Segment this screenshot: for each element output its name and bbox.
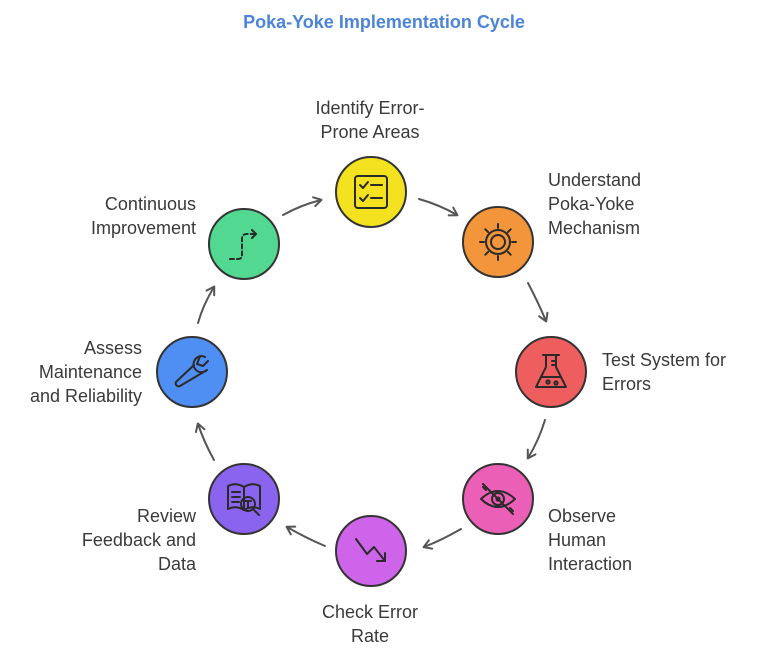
wrench-icon — [174, 355, 209, 388]
label-line: Prone Areas — [320, 122, 420, 142]
step-node-observe — [462, 463, 534, 535]
document-magnify-icon — [227, 483, 261, 516]
step-node-identify — [335, 156, 407, 228]
label-line: Errors — [602, 374, 651, 394]
step-circle — [156, 336, 228, 408]
eye-icon — [480, 483, 516, 515]
step-node-continuous — [208, 208, 280, 280]
diagram-title: Poka-Yoke Implementation Cycle — [243, 12, 525, 32]
label-line: and Reliability — [29, 386, 142, 406]
step-circle — [335, 156, 407, 228]
label-line: Improvement — [90, 218, 196, 238]
step-node-check — [335, 515, 407, 587]
label-line: Assess — [83, 338, 142, 358]
label-line: Identify Error- — [315, 98, 425, 118]
label-line: Understand — [548, 170, 642, 190]
step-node-understand — [462, 206, 534, 278]
label-line: Data — [157, 554, 196, 574]
label-line: Interaction — [548, 554, 633, 574]
cycle-arrow — [527, 282, 549, 323]
cycle-arrows — [194, 196, 549, 550]
step-circle — [208, 208, 280, 280]
cycle-arrow — [194, 422, 215, 461]
label-line: Check Error — [321, 602, 419, 622]
trend-down-icon — [355, 538, 386, 562]
label-line: Poka-Yoke — [548, 194, 635, 214]
label-line: Human — [548, 530, 607, 550]
step-node-review — [208, 463, 280, 535]
sun-gear-icon — [479, 223, 517, 261]
step-node-test — [515, 336, 587, 408]
step-node-assess — [156, 336, 228, 408]
cycle-arrow — [418, 198, 459, 217]
label-line: Rate — [350, 626, 390, 646]
step-circle — [515, 336, 587, 408]
step-label-observe: Observe Human Interaction — [548, 504, 718, 576]
cycle-arrow — [526, 419, 546, 460]
step-label-understand: Understand Poka-Yoke Mechanism — [548, 168, 718, 240]
label-line: Continuous — [104, 194, 196, 214]
label-line: Observe — [548, 506, 617, 526]
step-label-continuous: Continuous Improvement — [20, 192, 196, 240]
cycle-arrow — [285, 525, 326, 547]
cycle-nodes — [156, 156, 587, 587]
label-line: Review — [136, 506, 196, 526]
cycle-arrow — [197, 285, 216, 324]
checklist-icon — [354, 175, 388, 209]
cycle-arrow — [282, 196, 323, 216]
label-line: Test System for — [602, 350, 727, 370]
step-label-check: Check Error Rate — [290, 600, 450, 648]
path-arrow-icon — [229, 229, 257, 260]
label-line: Feedback and — [81, 530, 196, 550]
step-label-review: Review Feedback and Data — [20, 504, 196, 576]
flask-icon — [535, 354, 567, 388]
label-line: Maintenance — [38, 362, 142, 382]
cycle-arrow — [422, 528, 462, 550]
step-label-test: Test System for Errors — [602, 348, 762, 396]
step-circle — [462, 206, 534, 278]
step-label-identify: Identify Error- Prone Areas — [290, 96, 450, 144]
label-line: Mechanism — [548, 218, 641, 238]
step-label-assess: Assess Maintenance and Reliability — [0, 336, 142, 408]
